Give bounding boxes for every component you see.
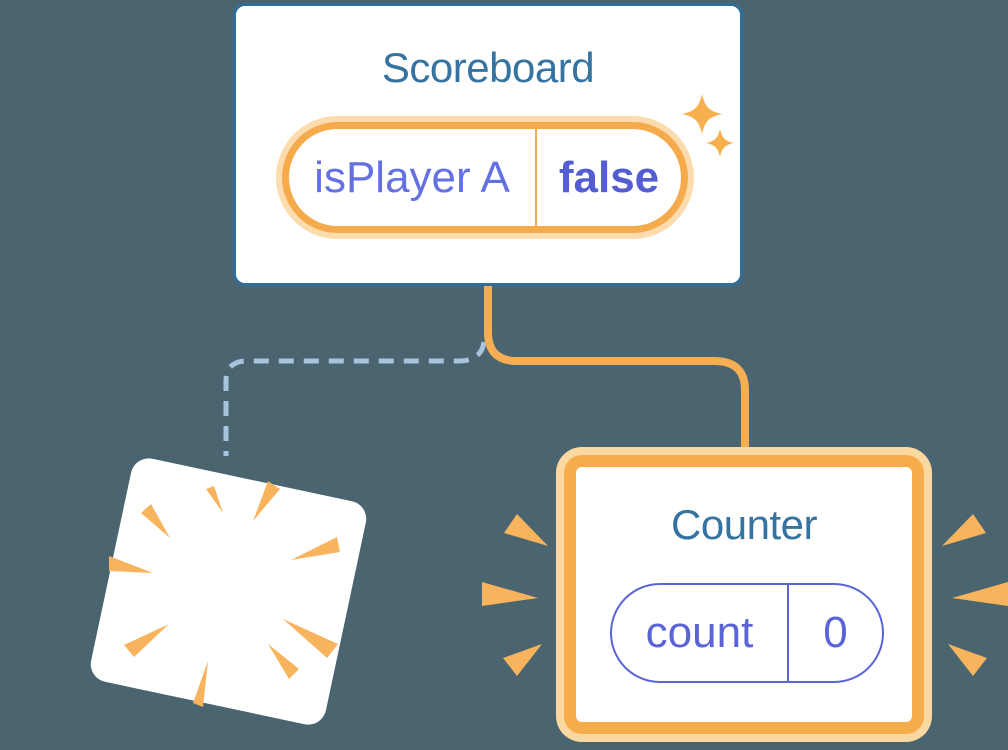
counter-state-pill: count 0 xyxy=(610,583,884,683)
sparkle-icon xyxy=(682,94,734,157)
counter-title: Counter xyxy=(671,501,817,548)
poof-starburst-icon xyxy=(109,481,340,707)
scoreboard-title: Scoreboard xyxy=(381,44,595,91)
state-value: 0 xyxy=(823,608,848,657)
state-value: false xyxy=(558,152,660,202)
scoreboard-component-card: Scoreboard isPlayer A false xyxy=(233,3,743,286)
tree-edge-solid xyxy=(484,286,749,458)
tree-edge-dashed xyxy=(223,341,487,456)
counter-component-card: Counter count 0 xyxy=(564,455,924,734)
pill-divider xyxy=(535,129,537,226)
scoreboard-state-pill: isPlayer A false xyxy=(282,122,688,233)
state-name: count xyxy=(645,608,754,657)
emphasis-burst-icon xyxy=(482,514,1008,676)
pill-divider xyxy=(787,585,789,681)
state-name: isPlayer A xyxy=(314,152,510,202)
poof-card xyxy=(90,458,367,725)
